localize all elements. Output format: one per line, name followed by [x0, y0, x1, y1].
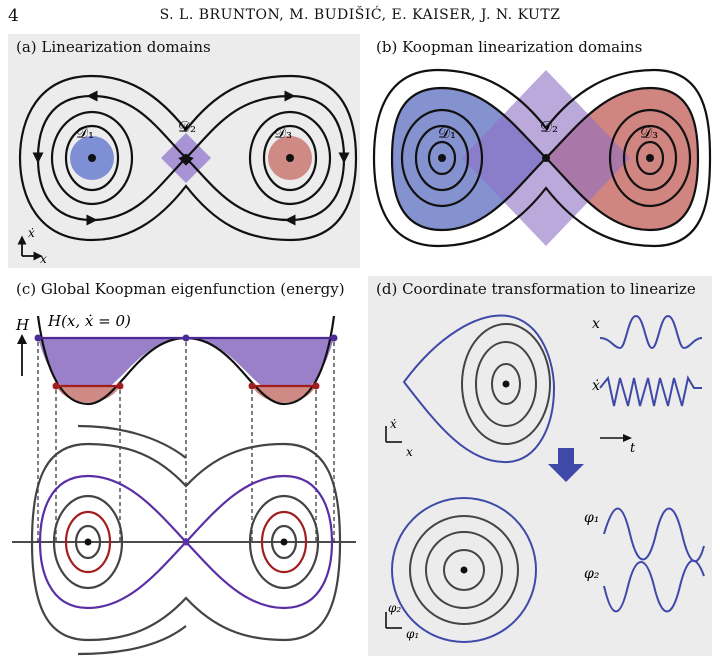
trace-xdot	[599, 375, 702, 407]
trace-label-phi1: φ₁	[584, 510, 599, 526]
label-d1-b: 𝒟₁	[438, 124, 456, 142]
panel-d-figure: ẋ x x ẋ t φ₂ φ₁ φ₁ φ₂	[385, 314, 705, 643]
time-arrow	[600, 434, 632, 442]
orbit-center-top	[502, 380, 510, 388]
time-label: t	[630, 441, 636, 456]
energy-points	[34, 334, 338, 390]
page-header: 4 S. L. BRUNTON, M. BUDIŠIĆ, E. KAISER, …	[0, 4, 720, 26]
panel-a-title: (a) Linearization domains	[16, 38, 211, 56]
label-d3: 𝒟₃	[274, 124, 292, 142]
trace-label-phi2: φ₂	[584, 566, 600, 582]
phase-orbits-a	[18, 74, 358, 242]
trace-x	[599, 314, 703, 350]
orbit-center-bottom	[460, 566, 468, 574]
panel-d: (d) Coordinate transformation to lineari…	[368, 276, 712, 656]
panel-c-figure: H H(x, ẋ = 0)	[12, 312, 356, 656]
energy-purple-fill	[38, 338, 334, 396]
label-d1: 𝒟₁	[76, 124, 94, 142]
original-orbits	[402, 314, 556, 464]
page-number: 4	[8, 6, 19, 26]
fixed-points-c	[84, 538, 288, 546]
panel-b-figure: 𝒟₁ 𝒟₂ 𝒟₃	[372, 68, 712, 248]
panel-d-title: (d) Coordinate transformation to lineari…	[376, 280, 696, 298]
fixed-points-a	[88, 154, 294, 162]
panel-b-title: (b) Koopman linearization domains	[376, 38, 643, 56]
axis-xdot-a: ẋ	[28, 226, 35, 240]
label-d2: 𝒟₂	[178, 118, 196, 136]
trace-label-xdot: ẋ	[592, 378, 600, 394]
linear-orbits	[391, 497, 537, 643]
panel-c: (c) Global Koopman eigenfunction (energy…	[8, 276, 360, 656]
h-axis-label: H	[15, 316, 30, 334]
axis-x-d: x	[406, 445, 413, 459]
trace-phi1	[603, 507, 705, 563]
panel-a-figure: 𝒟₁ 𝒟₂ 𝒟₃ ẋ x	[17, 74, 358, 266]
fixed-points-b	[438, 154, 654, 162]
projection-lines	[37, 342, 335, 542]
trace-label-x: x	[592, 316, 600, 332]
transform-arrow	[548, 448, 584, 482]
axes-icon-d-top	[385, 426, 402, 443]
phase-orbits-c	[30, 424, 342, 656]
author-list: S. L. BRUNTON, M. BUDIŠIĆ, E. KAISER, J.…	[159, 7, 561, 23]
energy-curve-label: H(x, ẋ = 0)	[47, 312, 131, 330]
h-axis-arrow	[17, 334, 27, 376]
axis-x-a: x	[40, 252, 47, 266]
label-d2-b: 𝒟₂	[540, 118, 558, 136]
label-d3-b: 𝒟₃	[640, 124, 658, 142]
axis-phi2: φ₂	[388, 601, 401, 615]
axes-icon-a	[17, 235, 43, 261]
panel-b: (b) Koopman linearization domains 𝒟₁ 𝒟	[368, 34, 712, 268]
axes-icon-d-bottom	[385, 612, 402, 629]
axis-phi1: φ₁	[406, 627, 419, 641]
axis-xdot-d: ẋ	[390, 417, 397, 431]
panel-c-title: (c) Global Koopman eigenfunction (energy…	[16, 280, 345, 298]
trace-phi2	[603, 559, 705, 613]
panel-a: (a) Linearization domains 𝒟₁ 𝒟₂ 𝒟₃	[8, 34, 360, 268]
